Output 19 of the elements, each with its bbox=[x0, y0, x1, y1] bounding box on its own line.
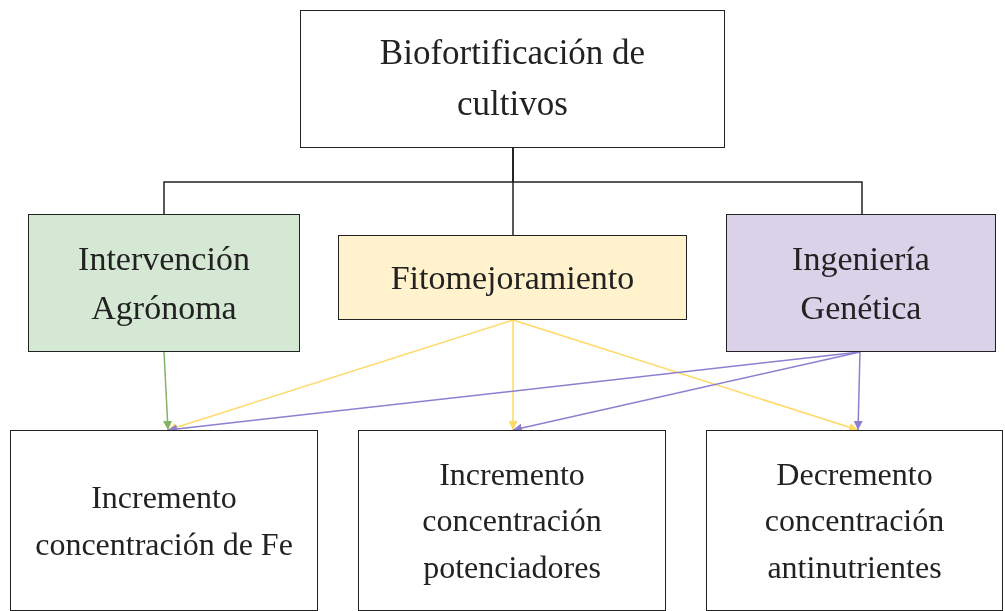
category-box bbox=[726, 214, 996, 352]
arrow bbox=[512, 319, 859, 432]
outcome-box bbox=[10, 430, 318, 611]
title-box bbox=[300, 10, 725, 148]
category-box bbox=[28, 214, 300, 352]
category-box bbox=[338, 235, 687, 320]
connector-line bbox=[512, 147, 863, 215]
box-label: Fitomejoramiento bbox=[390, 257, 635, 298]
arrow bbox=[163, 351, 173, 431]
box-label: Decremento concentración antinutrientes bbox=[763, 454, 946, 587]
outcome-box bbox=[358, 430, 666, 611]
arrow bbox=[853, 351, 863, 431]
outcome-box bbox=[706, 430, 1003, 611]
box-label: Intervención Agrónoma bbox=[77, 238, 251, 328]
box-label: Incremento concentración de Fe bbox=[34, 478, 294, 564]
box-label: Biofortificación de cultivos bbox=[378, 32, 647, 125]
box-label: Incremento concentración potenciadores bbox=[421, 454, 603, 587]
box-label: Ingeniería Genética bbox=[791, 238, 931, 328]
arrow bbox=[508, 319, 518, 431]
